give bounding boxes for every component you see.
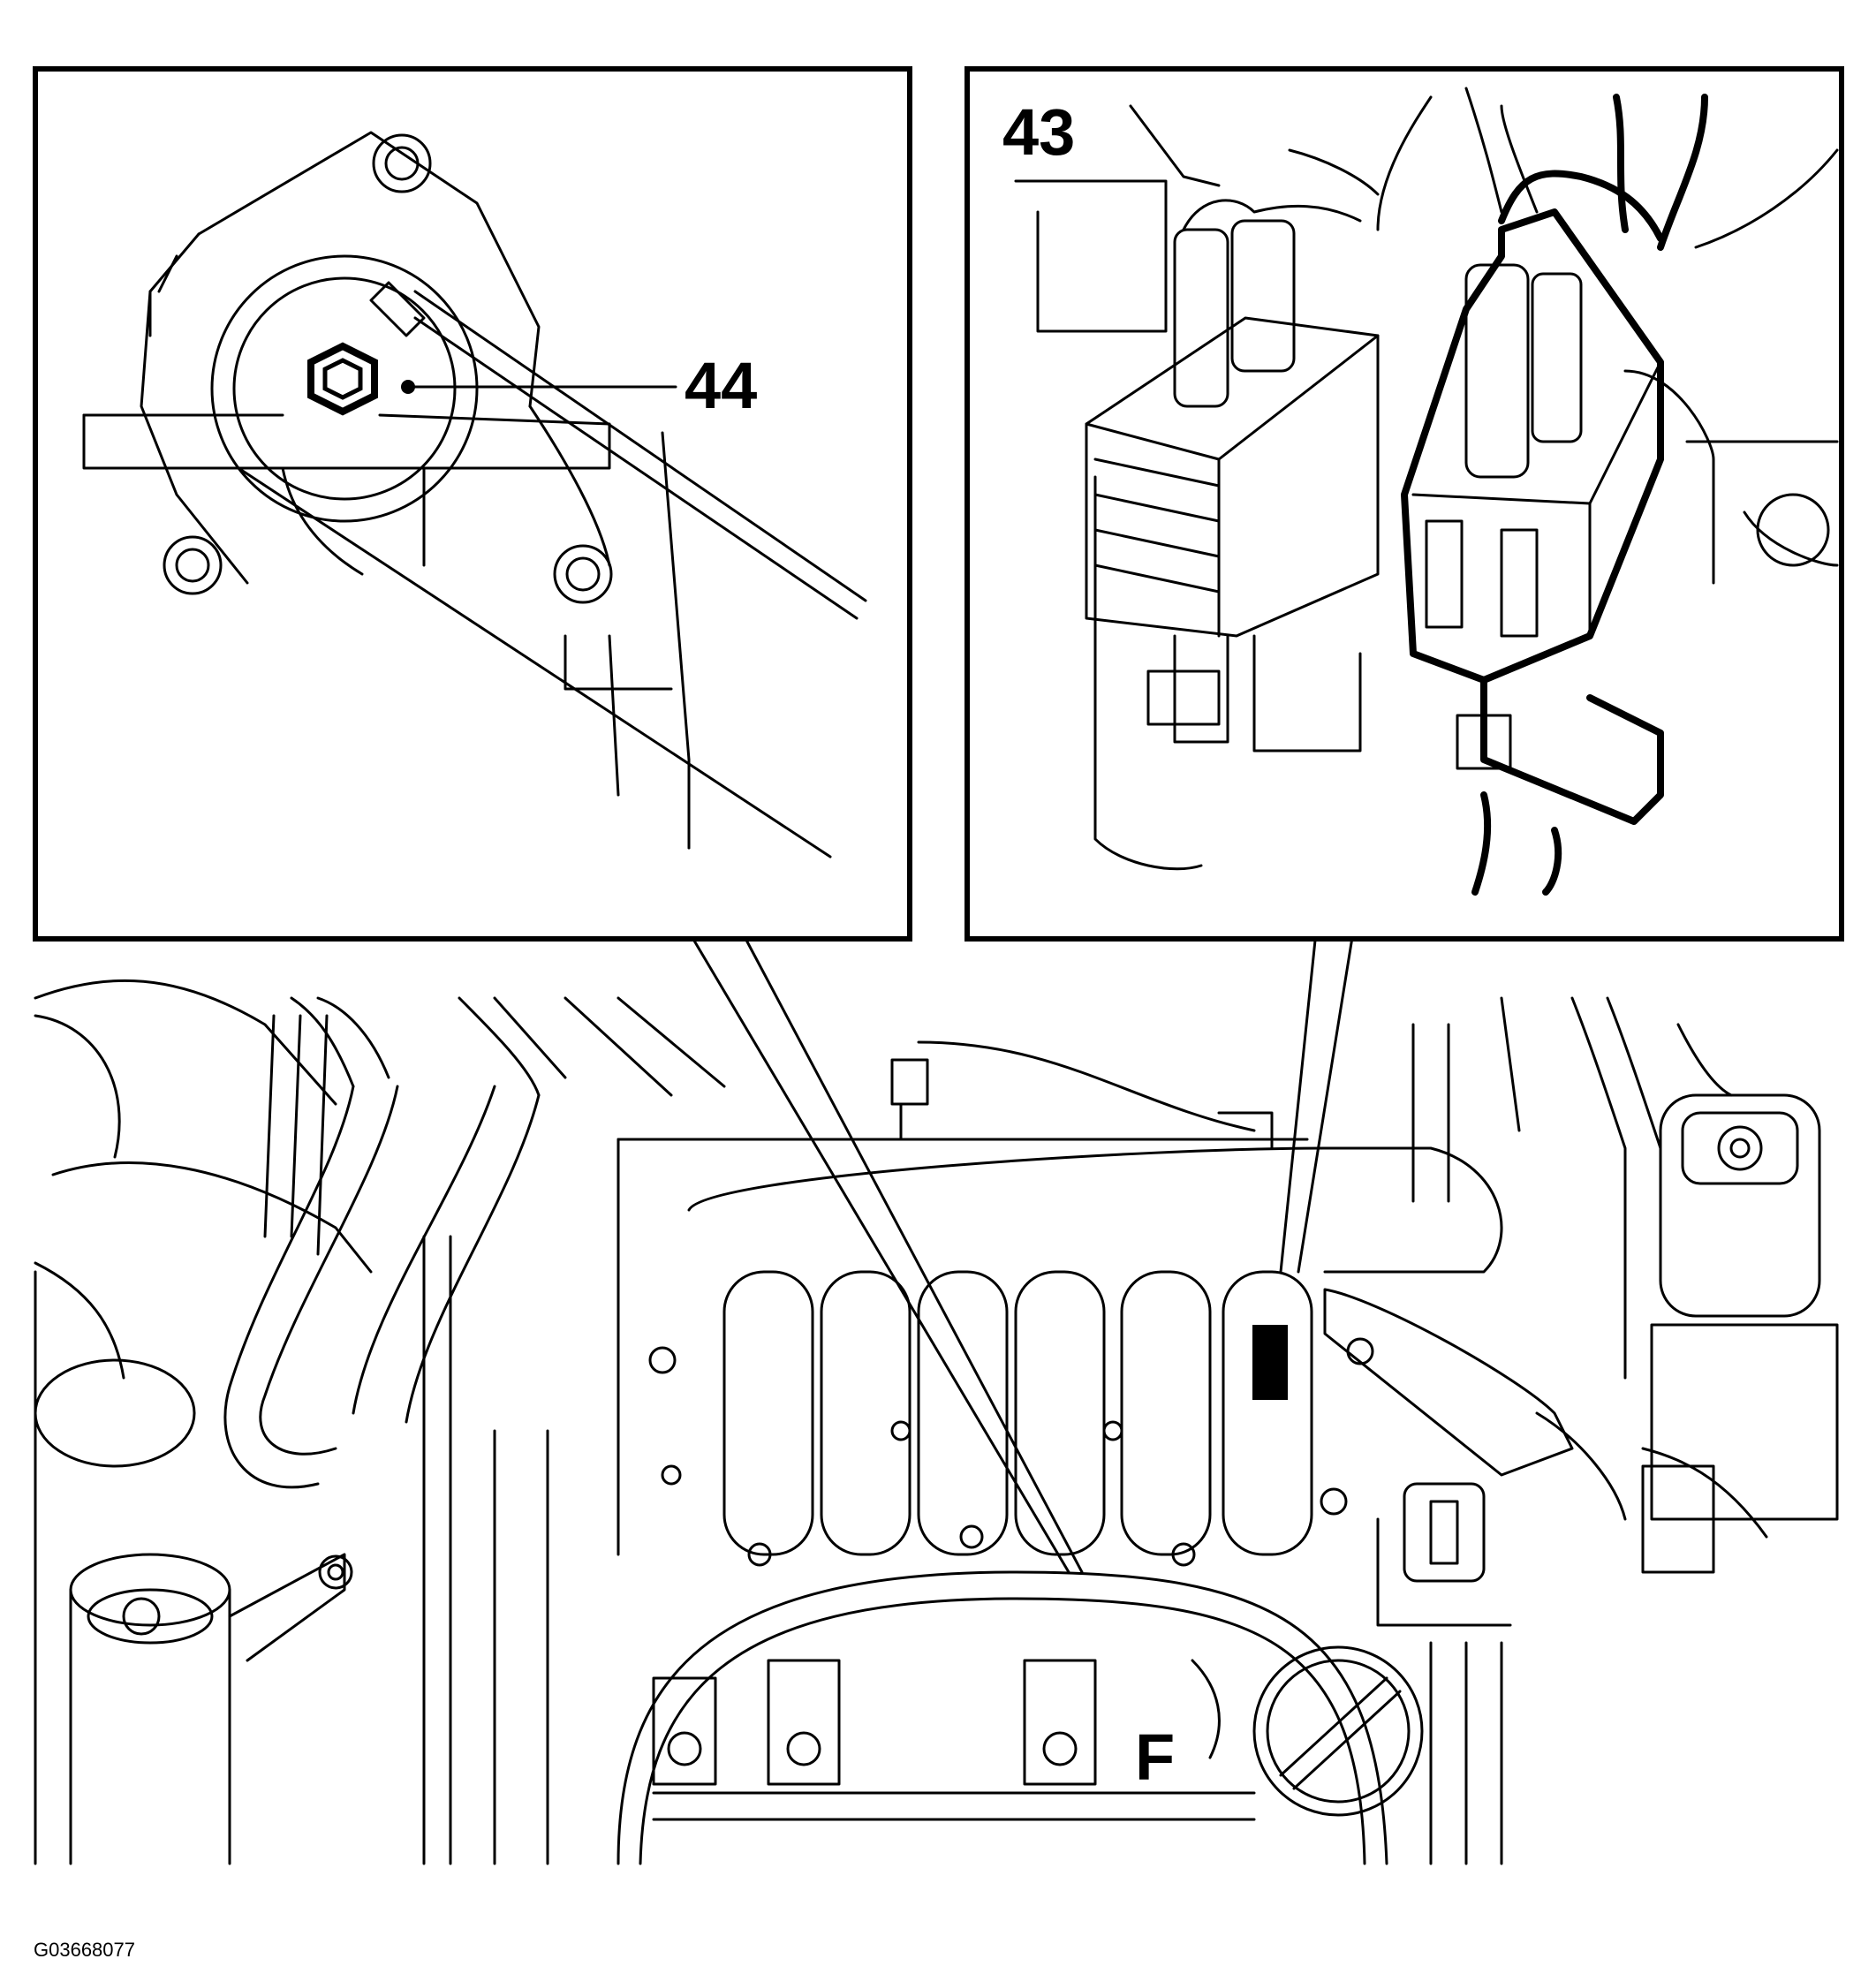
callout-44-label: 44: [685, 349, 757, 422]
f-marking: F: [1135, 1721, 1175, 1794]
oil-filler-cap: [1252, 1645, 1424, 1817]
callout-43-label: 43: [1002, 95, 1075, 169]
highlighted-connector: [1252, 1325, 1288, 1400]
engine-overview: F: [34, 979, 1839, 1865]
leader-lines: [687, 930, 1355, 1574]
intake-runners: [722, 1270, 1313, 1556]
coil-connector-right: [1401, 94, 1708, 896]
detail-panel-left: 44: [33, 66, 912, 942]
detail-panel-right: 43: [964, 66, 1844, 942]
coil-connector-left: [1085, 199, 1380, 753]
figure-id: G03668077: [34, 1939, 135, 1961]
hex-nut: [307, 342, 378, 416]
